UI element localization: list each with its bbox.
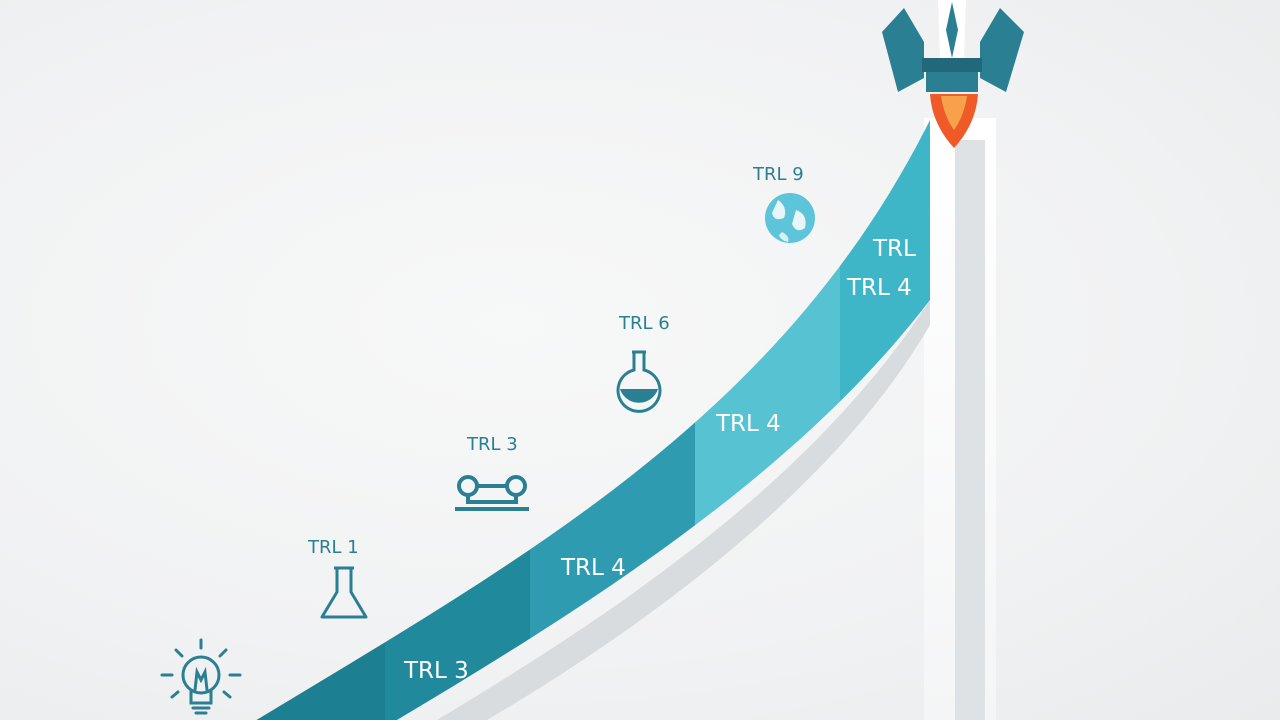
stage-label: TRL 1 (307, 537, 359, 558)
band-label: TRL 4 (846, 275, 912, 301)
lightbulb-icon (160, 638, 242, 715)
flask-icon (320, 566, 368, 619)
prototype-icon (455, 475, 529, 511)
globe-icon (765, 193, 815, 243)
band-label: TRL (872, 236, 916, 262)
round-flask-icon (616, 350, 662, 413)
band-label: TRL 4 (715, 411, 781, 437)
stage-label: TRL 9 (752, 164, 804, 185)
stage-label: TRL 6 (618, 313, 670, 334)
band-segment (385, 120, 530, 720)
band-segment (695, 120, 840, 720)
band-label: TRL 4 (560, 555, 626, 581)
stage-label: TRL 3 (466, 434, 518, 455)
rocket-icon (882, 0, 1024, 148)
launch-trail-shade (955, 140, 985, 720)
growth-band (240, 120, 930, 720)
band-label: TRL 3 (403, 658, 469, 684)
